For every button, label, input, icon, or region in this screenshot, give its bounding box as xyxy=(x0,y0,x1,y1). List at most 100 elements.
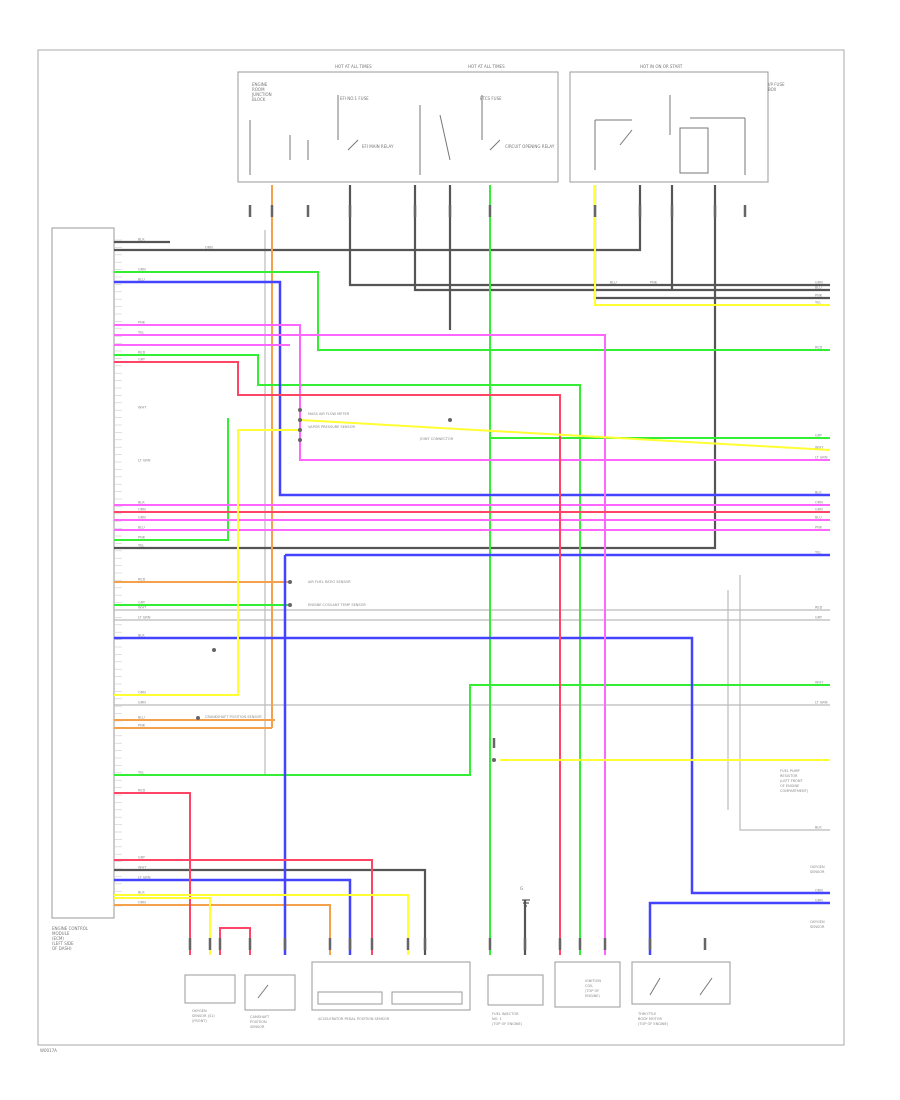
connector-pin xyxy=(670,205,674,217)
wire-color-tag: ORN xyxy=(138,508,146,512)
connector-pin xyxy=(703,938,707,950)
wire-color-tag: ORN xyxy=(815,889,823,893)
fuse-box-1-label: ENGINE ROOM JUNCTION BLOCK xyxy=(251,82,272,102)
connector-pin xyxy=(348,938,352,950)
wire-color-tag: GRY xyxy=(138,856,146,860)
connector-pin xyxy=(413,205,417,217)
svg-text:OXYGEN: OXYGEN xyxy=(810,865,825,869)
connector-pin xyxy=(603,938,607,950)
wire-color-tag: WHT xyxy=(815,446,824,450)
wire-color-tag: PNK xyxy=(138,321,146,325)
wire-color-tag: BLU xyxy=(138,716,145,720)
red-wires xyxy=(114,361,830,955)
svg-text:(FRONT): (FRONT) xyxy=(192,1019,207,1023)
right-note-fuel-pump: FUEL PUMP RESISTOR (LEFT FRONT OF ENGINE… xyxy=(780,769,809,793)
fuse-box-engine-room xyxy=(237,71,559,183)
wire-color-tag: ORN xyxy=(138,691,146,695)
svg-text:FUEL PUMP: FUEL PUMP xyxy=(780,769,800,773)
svg-text:ENGINE): ENGINE) xyxy=(585,994,600,998)
note-coolant-temp: ENGINE COOLANT TEMP SENSOR xyxy=(308,603,366,607)
ecm-caption: ENGINE CONTROL MODULE (ECM) (LEFT SIDE O… xyxy=(52,926,89,951)
svg-text:JUNCTION: JUNCTION xyxy=(251,92,272,97)
green-wires xyxy=(114,185,830,955)
svg-text:ACCELERATOR PEDAL POSITION SEN: ACCELERATOR PEDAL POSITION SENSOR xyxy=(318,1017,390,1021)
connector-pin xyxy=(713,205,717,217)
wire-color-tag: LT GRN xyxy=(815,701,828,705)
svg-text:IGNITION: IGNITION xyxy=(585,979,601,983)
connector-pin xyxy=(488,205,492,217)
hot-label-2: HOT AT ALL TIMES xyxy=(468,64,505,69)
wire-color-tag: GRY xyxy=(138,358,146,362)
component-camshaft-sensor: CAMSHAFT POSITION SENSOR xyxy=(244,974,296,1029)
connector-pin xyxy=(348,205,352,217)
ecm-pin-stubs xyxy=(114,239,122,907)
svg-text:OF DASH): OF DASH) xyxy=(52,946,72,951)
svg-text:ENGINE CONTROL: ENGINE CONTROL xyxy=(52,926,89,931)
svg-text:(LEFT FRONT: (LEFT FRONT xyxy=(780,779,804,783)
wire-color-tag: WHT xyxy=(138,866,147,870)
wire-color-tag: LT GRN xyxy=(138,876,151,880)
connector-pin xyxy=(208,938,212,950)
relay-label-1: EFI MAIN RELAY xyxy=(362,144,394,149)
wire-color-tag: ORN xyxy=(815,501,823,505)
wire-color-tag: BLK xyxy=(138,634,145,638)
svg-text:OXYGEN: OXYGEN xyxy=(810,920,825,924)
diagram-frame xyxy=(37,49,845,1046)
connector-pin xyxy=(328,938,332,950)
note-crankshaft: CRANKSHAFT POSITION SENSOR xyxy=(205,715,262,719)
ecm-box xyxy=(51,227,115,919)
svg-text:I/P FUSE: I/P FUSE xyxy=(768,82,785,87)
svg-text:ROOM: ROOM xyxy=(252,87,265,92)
connector-pin xyxy=(558,938,562,950)
wire-color-tag: GRY xyxy=(138,601,146,605)
wire-color-tag: PNK xyxy=(815,294,823,298)
wire-color-tag: GRY xyxy=(815,434,823,438)
splice-label: JOINT CONNECTOR xyxy=(419,437,454,441)
wire-color-tag: ORN xyxy=(138,901,146,905)
wire-color-tag: YEL xyxy=(815,551,821,555)
svg-text:SENSOR: SENSOR xyxy=(810,925,825,929)
note-air-fuel-ratio: AIR FUEL RATIO SENSOR xyxy=(308,580,351,584)
black-wires xyxy=(114,185,830,955)
wire-color-tag: RED xyxy=(138,351,146,355)
connector-pin xyxy=(283,938,287,950)
wire-color-tag: GRN xyxy=(138,701,146,705)
wire-color-tag: BLK xyxy=(815,491,822,495)
wire-color-tag: GRN xyxy=(815,899,823,903)
svg-text:(TOP OF ENGINE): (TOP OF ENGINE) xyxy=(638,1022,669,1026)
wire-color-tag: RED xyxy=(138,578,146,582)
wire-color-tag: PNK xyxy=(650,281,658,285)
svg-text:OF ENGINE: OF ENGINE xyxy=(780,784,799,788)
connector-pin xyxy=(523,938,527,950)
wire-color-tag: WHT xyxy=(815,681,824,685)
connector-pin xyxy=(648,938,652,950)
connector-pin xyxy=(370,938,374,950)
wire-color-tag: BLU xyxy=(138,278,145,282)
svg-text:BLOCK: BLOCK xyxy=(252,97,266,102)
svg-text:COIL: COIL xyxy=(585,984,593,988)
splice-points xyxy=(196,408,496,762)
wire-color-tag: BLK xyxy=(138,238,145,242)
svg-text:SENSOR: SENSOR xyxy=(250,1025,265,1029)
svg-text:NO. 1: NO. 1 xyxy=(492,1017,502,1021)
wire-color-tag: GRN xyxy=(815,508,823,512)
pink-wires xyxy=(114,324,830,955)
fuse-box-2-label: I/P FUSE BOX xyxy=(768,82,785,92)
wire-color-tag: YEL xyxy=(815,301,821,305)
wire-color-tag: BLU xyxy=(815,286,822,290)
svg-text:(ECM): (ECM) xyxy=(52,936,64,941)
yellow-wires xyxy=(114,185,831,955)
hot-label-3: HOT IN ON OR START xyxy=(640,64,683,69)
fuse-box-ip xyxy=(569,71,769,183)
component-oxygen-sensor-front: OXYGEN SENSOR (S1) (FRONT) xyxy=(184,974,236,1023)
connector-pin xyxy=(406,938,410,950)
wire-color-tag: GRN xyxy=(138,268,146,272)
component-fuel-injector: FUEL INJECTOR NO. 1 (TOP OF ENGINE) xyxy=(487,974,544,1026)
svg-text:ENGINE: ENGINE xyxy=(252,82,268,87)
wire-color-tag: BLU xyxy=(138,526,145,530)
component-ignition-coil: IGNITION COIL (TOP OF ENGINE) xyxy=(554,961,621,1008)
wire-color-tag: RED xyxy=(815,606,823,610)
connector-pin xyxy=(448,205,452,217)
connector-pin xyxy=(593,205,597,217)
